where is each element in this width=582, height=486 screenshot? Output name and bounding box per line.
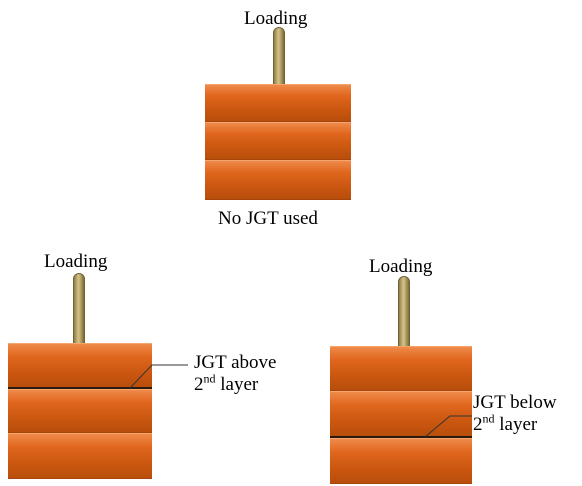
left-annotation: JGT above 2nd layer (194, 352, 277, 396)
left-soil-layer-2 (8, 389, 152, 433)
right-geotextile (330, 436, 472, 438)
left-soil-layer-1 (8, 343, 152, 388)
left-annotation-line1: JGT above (194, 352, 277, 373)
right-annotation-line2: 2nd layer (473, 411, 538, 435)
right-leader-line (424, 415, 472, 438)
top-caption: No JGT used (218, 208, 318, 229)
left-leader-line (129, 364, 188, 389)
top-loading-label: Loading (244, 8, 308, 29)
top-soil-layer-2 (205, 122, 351, 160)
right-loading-label: Loading (369, 256, 433, 277)
left-soil-layer-3 (8, 433, 152, 479)
right-soil-layer-3 (330, 438, 472, 484)
right-soil-layer-1 (330, 346, 472, 391)
right-annotation: JGT below 2nd layer (473, 392, 557, 436)
top-soil-layer-1 (205, 84, 351, 122)
top-soil-layer-3 (205, 160, 351, 200)
left-geotextile (8, 387, 152, 389)
left-annotation-line2: 2nd layer (194, 371, 259, 395)
left-loading-label: Loading (44, 251, 108, 272)
right-annotation-line1: JGT below (473, 392, 557, 413)
